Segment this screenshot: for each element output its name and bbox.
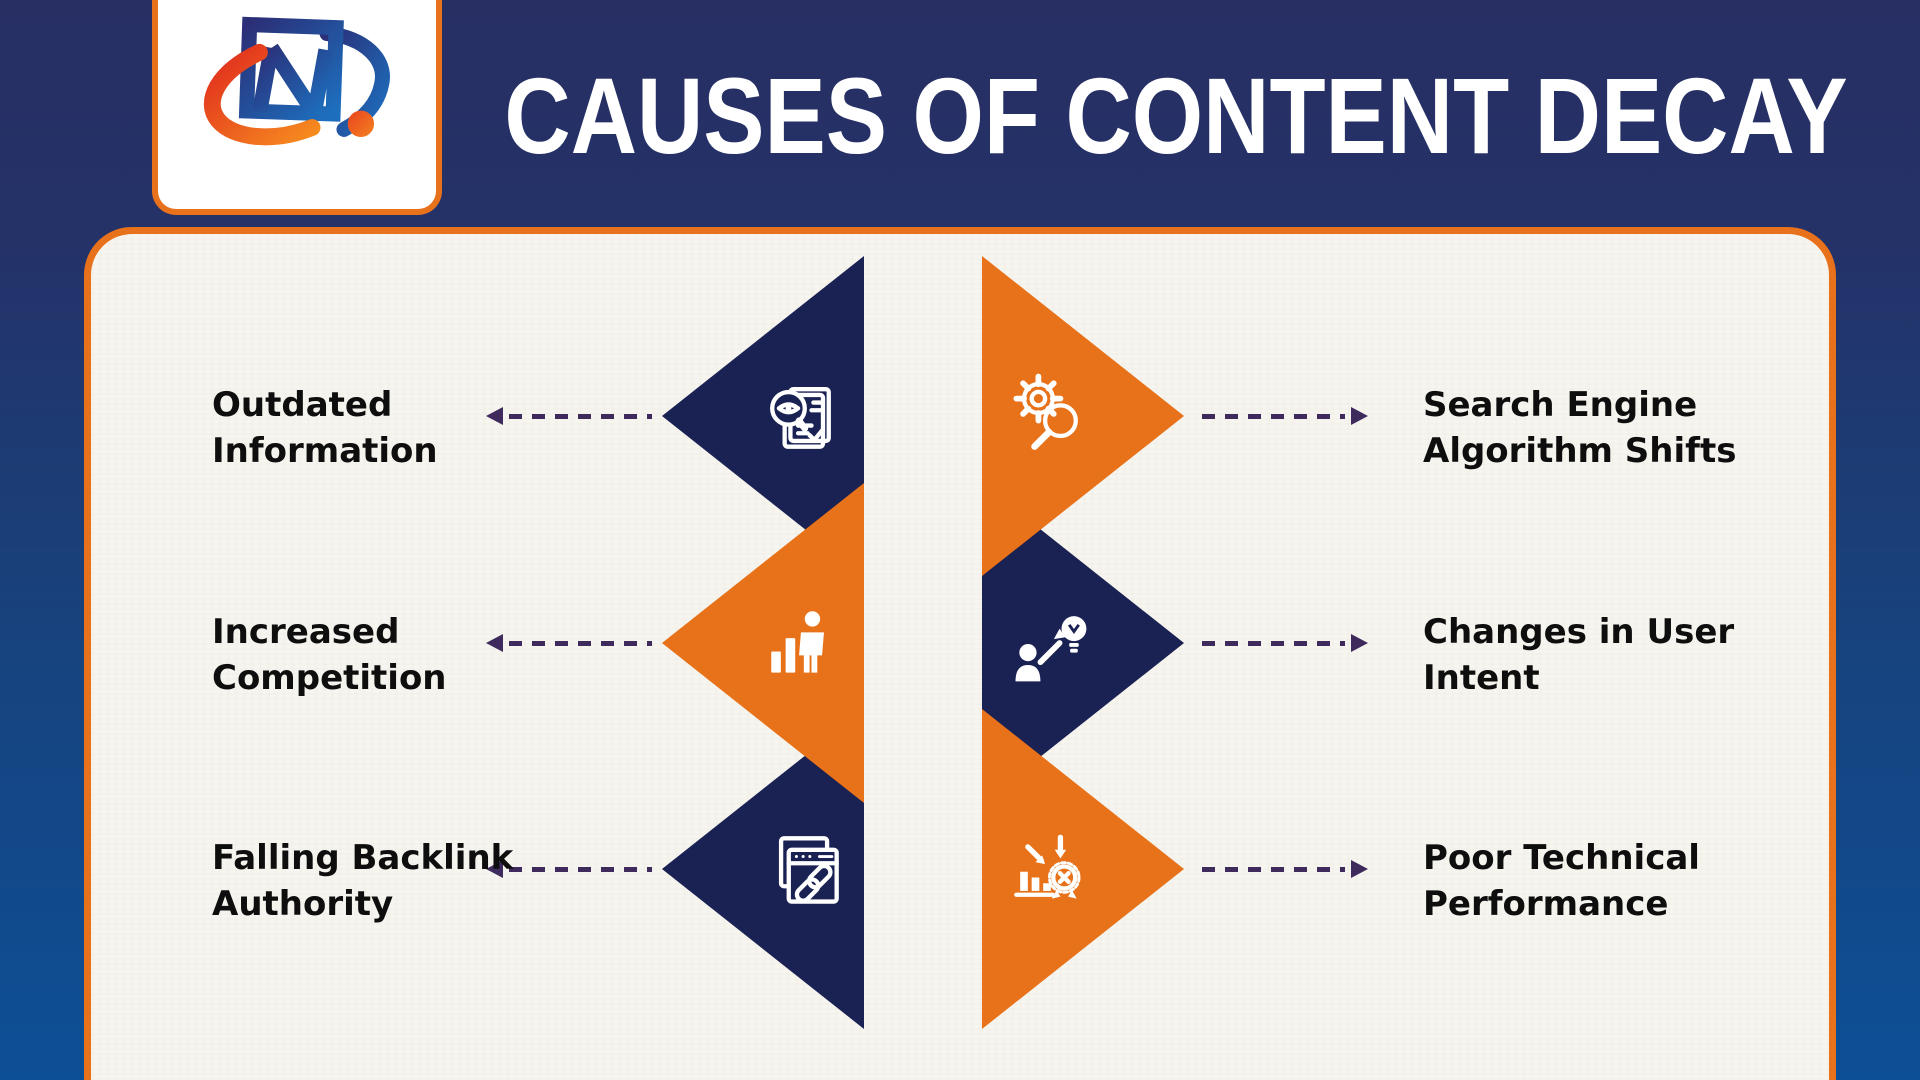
dashed-line <box>509 413 652 419</box>
document-review-magnifier-icon <box>754 370 846 462</box>
arrowhead-right-icon <box>1351 860 1368 878</box>
label-line: Falling Backlink <box>212 838 514 878</box>
connector-arrow-falling-backlink-authority <box>486 859 652 879</box>
arrowhead-right-icon <box>1351 634 1368 652</box>
connector-arrow-changes-in-user-intent <box>1202 633 1368 653</box>
arrowhead-left-icon <box>486 860 503 878</box>
label-line: Increased <box>212 612 400 652</box>
arrowhead-left-icon <box>486 634 503 652</box>
label-search-engine-algorithm-shifts: Search Engine Algorithm Shifts <box>1423 382 1736 474</box>
growth-bars-person-icon <box>754 594 846 686</box>
brand-logo-icon <box>203 16 390 145</box>
label-changes-in-user-intent: Changes in User Intent <box>1423 609 1734 701</box>
label-outdated-information: Outdated Information <box>212 382 438 474</box>
brand-logo-card <box>152 0 442 215</box>
connector-arrow-increased-competition <box>486 633 652 653</box>
label-line: Intent <box>1423 658 1540 698</box>
connector-arrow-poor-technical-performance <box>1202 859 1368 879</box>
label-increased-competition: Increased Competition <box>212 609 447 701</box>
label-line: Competition <box>212 658 447 698</box>
page-title: CAUSES OF CONTENT DECAY <box>504 54 1848 176</box>
label-line: Changes in User <box>1423 612 1735 652</box>
dashed-line <box>1202 640 1345 646</box>
label-line: Authority <box>212 884 394 924</box>
label-line: Algorithm Shifts <box>1423 431 1737 471</box>
label-line: Performance <box>1423 884 1669 924</box>
connector-arrow-search-engine-algorithm-shifts <box>1202 406 1368 426</box>
dashed-line <box>509 866 652 872</box>
connector-arrow-outdated-information <box>486 406 652 426</box>
dashed-line <box>1202 413 1345 419</box>
arrowhead-right-icon <box>1351 407 1368 425</box>
label-line: Search Engine <box>1423 385 1698 425</box>
gear-magnifier-icon <box>1002 366 1094 458</box>
label-line: Outdated <box>212 385 393 425</box>
dashed-line <box>1202 866 1345 872</box>
label-poor-technical-performance: Poor Technical Performance <box>1423 835 1700 927</box>
arrowhead-left-icon <box>486 407 503 425</box>
dashed-line <box>509 640 652 646</box>
declining-chart-reject-icon <box>1001 820 1093 912</box>
browser-link-icon <box>760 823 852 915</box>
label-line: Poor Technical <box>1423 838 1700 878</box>
label-falling-backlink-authority: Falling Backlink Authority <box>212 835 513 927</box>
person-idea-arrow-icon <box>1004 597 1096 689</box>
label-line: Information <box>212 431 438 471</box>
